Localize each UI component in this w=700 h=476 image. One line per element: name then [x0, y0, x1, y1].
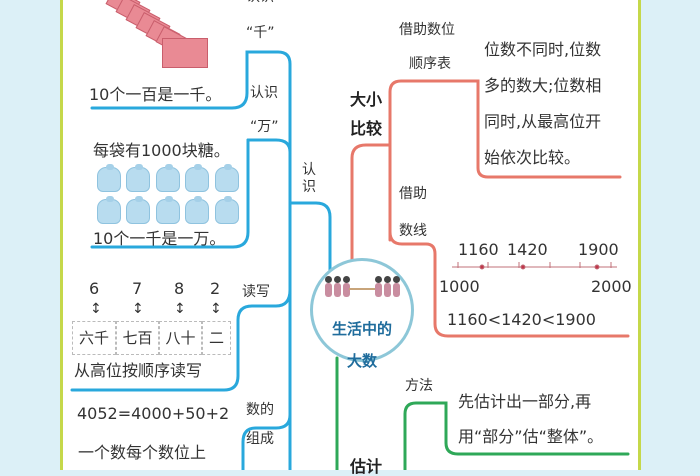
- label-method: 方法: [405, 378, 433, 394]
- double-arrow-icon: ↕: [132, 301, 144, 317]
- digit: 6: [89, 279, 100, 298]
- compare-rule-line: 始依次比较。: [484, 148, 581, 167]
- center-title-line1: 生活中的: [331, 320, 392, 338]
- place-cell: 八十: [159, 321, 202, 355]
- double-arrow-icon: ↕: [210, 301, 222, 317]
- branch-place-table: [388, 79, 622, 242]
- label-composition-2: 组成: [246, 431, 274, 447]
- label-number-line-1: 借助: [399, 186, 427, 202]
- branch-read-write: [70, 288, 292, 392]
- number-line-end: 2000: [591, 277, 632, 296]
- text-read-order: 从高位按顺序读写: [74, 361, 203, 380]
- point-1160: [479, 264, 485, 270]
- branch-number-line: [388, 198, 630, 338]
- mark-1900: 1900: [578, 240, 619, 259]
- compare-rule-line: 位数不同时,位数: [484, 40, 602, 59]
- text-composition-equation: 4052=4000+50+2: [77, 404, 230, 423]
- text-composition: 一个数每个数位上: [78, 443, 207, 462]
- branch-method: [403, 401, 630, 470]
- digit: 7: [132, 279, 143, 298]
- branch-ten-thousand: [246, 138, 292, 154]
- mark-1420: 1420: [507, 240, 548, 259]
- estimate-method-line: 用“部分”估“整体”。: [458, 427, 604, 446]
- text-thousand: 10个一百是一千。: [89, 85, 222, 104]
- number-line-start: 1000: [439, 277, 480, 296]
- center-title-line2: 大数: [346, 352, 377, 370]
- label-read-write: 读写: [242, 284, 270, 300]
- branch-to-center: [288, 201, 332, 274]
- branch-ten-thousand-base: [90, 138, 250, 249]
- number-line: [452, 262, 617, 270]
- label-recognize: 认识: [302, 162, 316, 195]
- label-place-table-1: 借助数位: [399, 22, 455, 38]
- red-branches: [350, 79, 630, 338]
- center-topic: 生活中的 大数: [310, 258, 414, 370]
- label-recognize-top: 认识: [246, 0, 274, 6]
- compare-rule-line: 同时,从最高位开: [484, 112, 602, 131]
- branch-compare: [350, 143, 392, 264]
- point-1900: [594, 264, 600, 270]
- label-place-table-2: 顺序表: [409, 56, 451, 72]
- branch-composition: [241, 413, 292, 470]
- blue-branches: [70, 50, 332, 470]
- mark-1160: 1160: [458, 240, 499, 259]
- branch-thousand: [90, 50, 292, 470]
- green-branches: [335, 356, 630, 470]
- estimate-method-line: 先估计出一部分,再: [458, 392, 592, 411]
- text-bag-candy: 每袋有1000块糖。: [93, 141, 230, 160]
- place-cell: 二: [202, 321, 231, 355]
- point-1420: [520, 264, 526, 270]
- label-composition-1: 数的: [246, 402, 274, 418]
- double-arrow-icon: ↕: [90, 301, 102, 317]
- place-cell: 七百: [116, 321, 159, 355]
- digit: 8: [174, 279, 185, 298]
- label-thousand-quote: “千”: [246, 25, 275, 41]
- label-compare-1: 大小: [350, 90, 383, 109]
- compare-rule-line: 多的数大;位数相: [484, 76, 602, 95]
- label-recognize-thousand: 认识: [250, 85, 278, 101]
- label-compare-2: 比较: [350, 119, 383, 138]
- digit: 2: [210, 279, 221, 298]
- text-ten-thousand: 10个一千是一万。: [93, 229, 226, 248]
- label-number-line-2: 数线: [399, 223, 427, 239]
- label-estimate: 估计: [350, 457, 383, 476]
- place-cell: 六千: [72, 321, 116, 355]
- double-arrow-icon: ↕: [174, 301, 186, 317]
- number-line-result: 1160<1420<1900: [447, 310, 596, 329]
- label-ten-thousand-quote: “万”: [250, 119, 279, 135]
